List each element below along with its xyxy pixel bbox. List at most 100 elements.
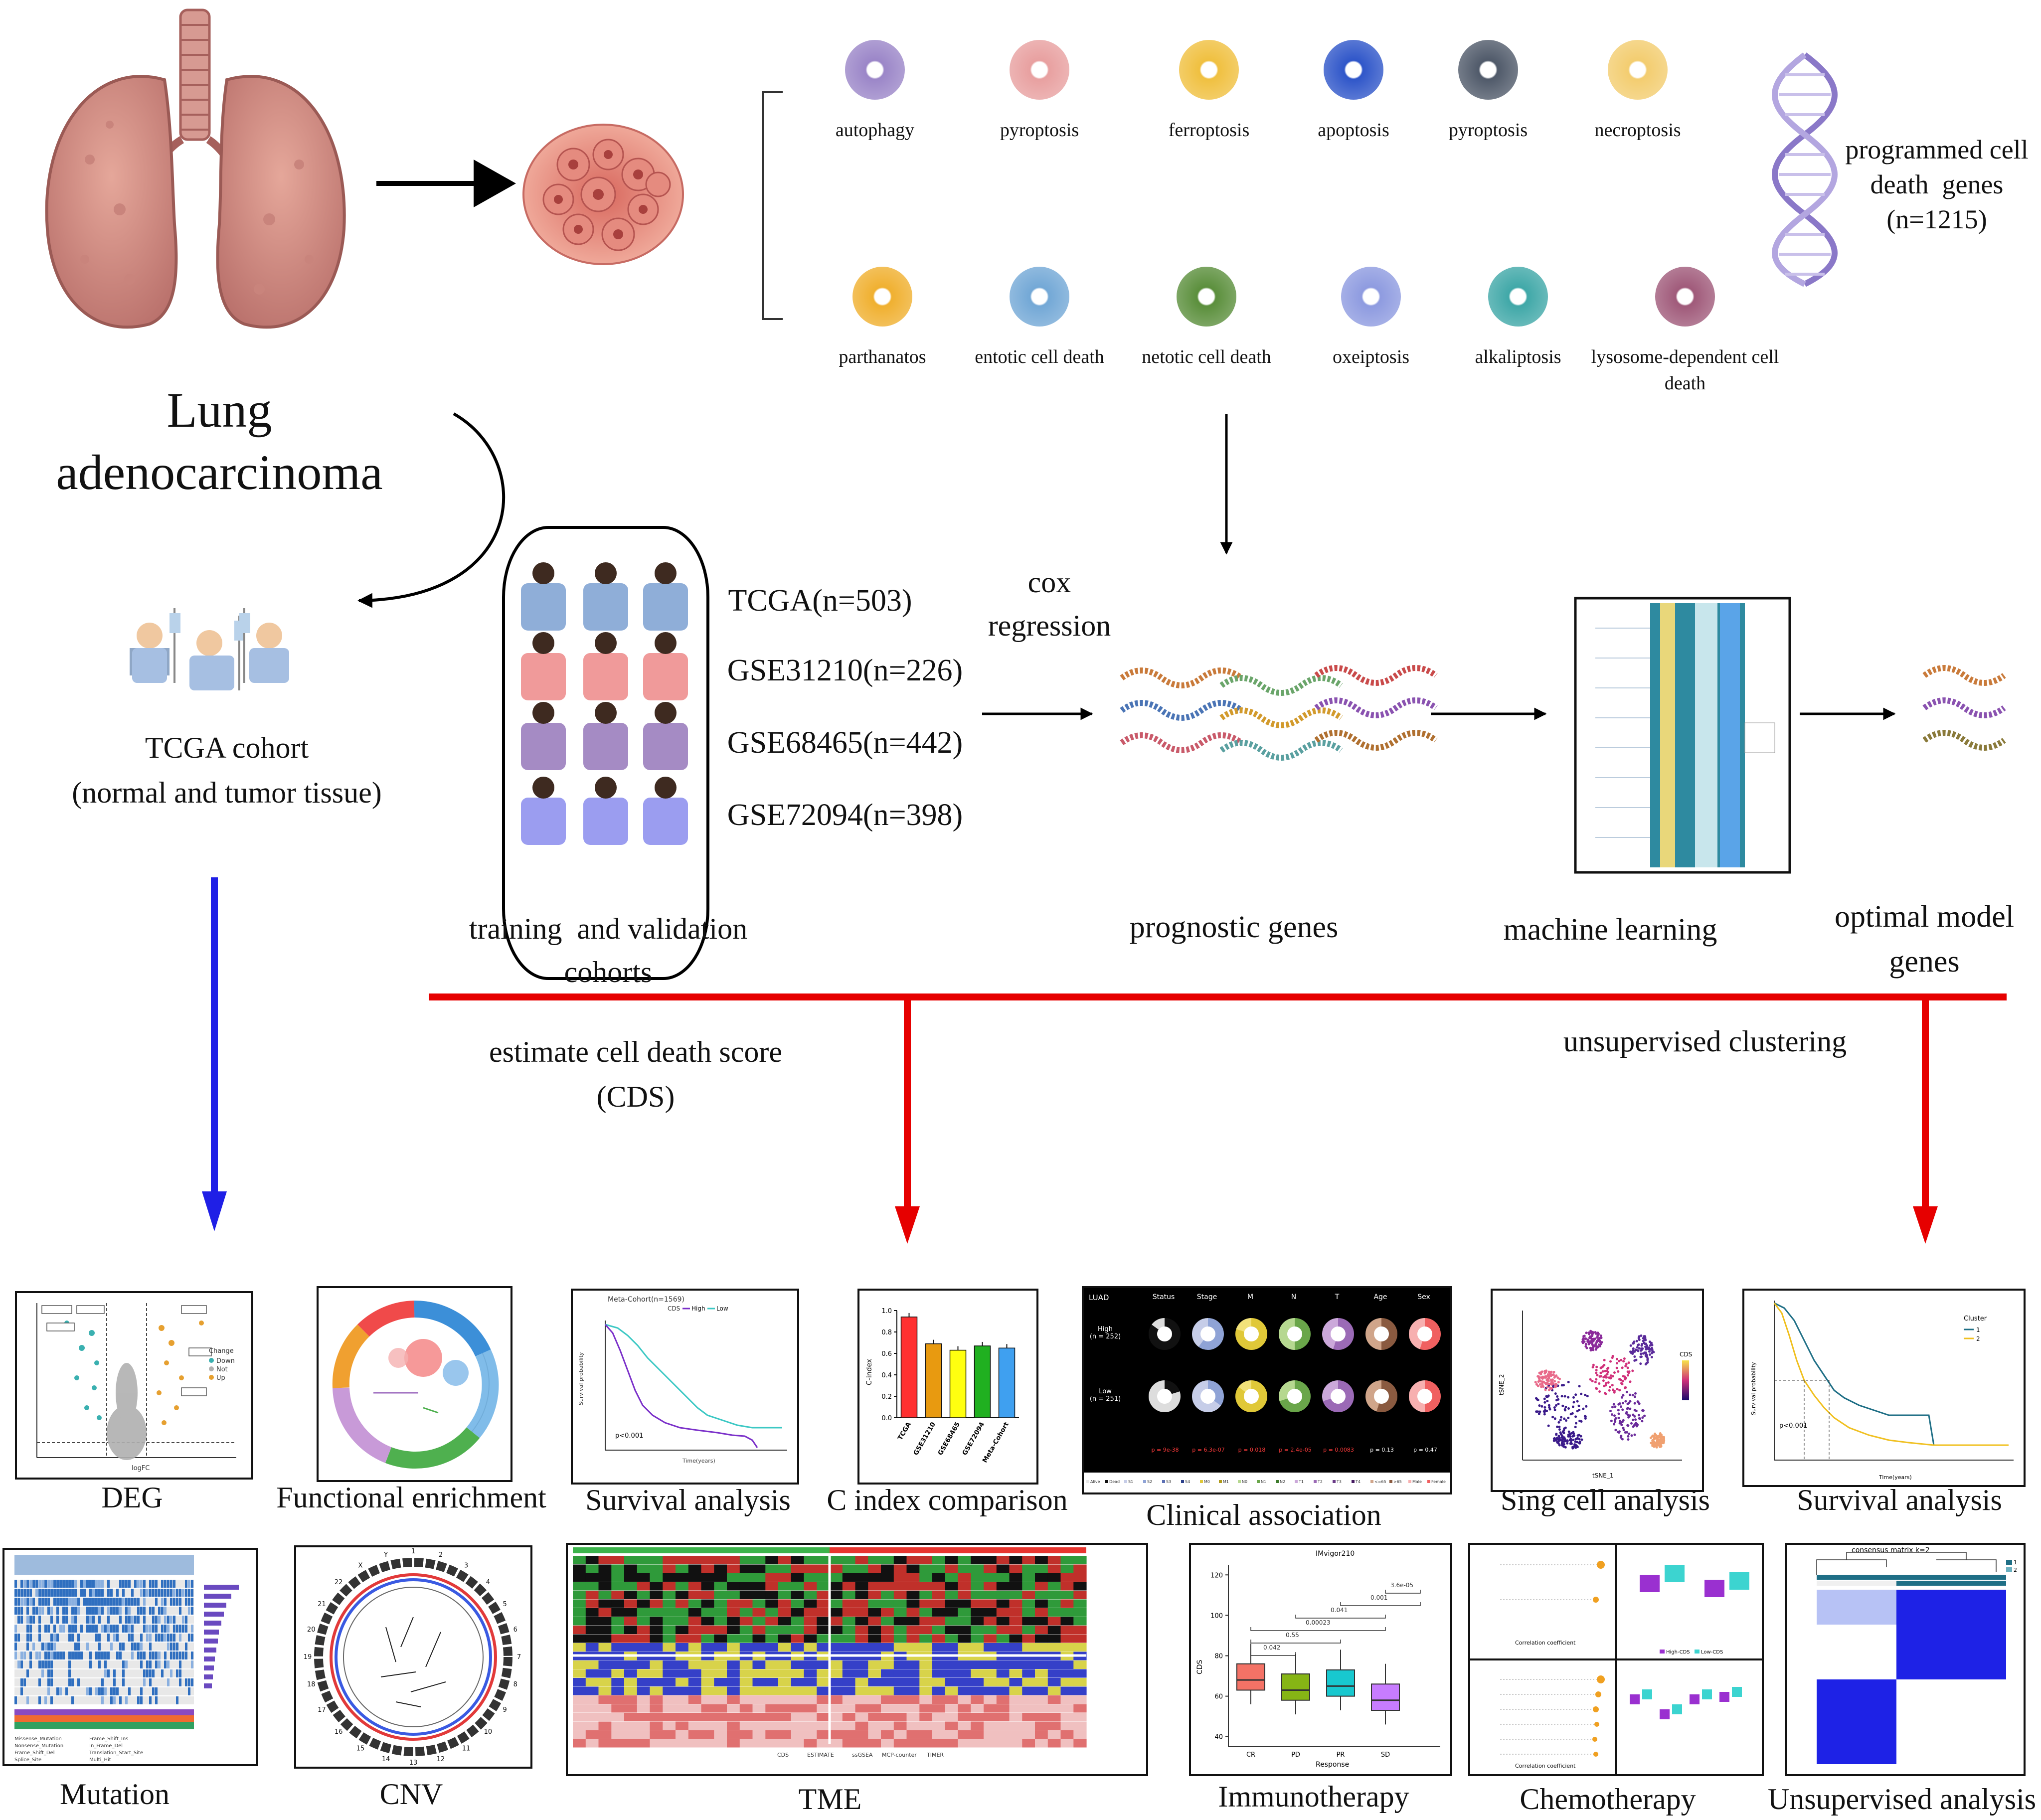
- deg-legend-title: Change: [209, 1347, 234, 1355]
- immuno-xlabel-1: PD: [1291, 1751, 1300, 1759]
- tsne-cell: [1557, 1381, 1560, 1384]
- tcga-cohort-label: TCGA cohort (normal and tumor tissue): [72, 731, 382, 809]
- tsne-cell: [1571, 1447, 1574, 1450]
- surv1-xlabel: Time(years): [682, 1458, 715, 1464]
- mut-legend-3: Splice_Site: [14, 1757, 41, 1763]
- mut-legend-0: Missense_Mutation: [14, 1736, 62, 1742]
- tsne-cell: [1643, 1341, 1646, 1344]
- tsne-cell: [1584, 1415, 1587, 1418]
- tsne-cell: [1584, 1337, 1587, 1340]
- tsne-cell: [1627, 1361, 1630, 1364]
- cohort-gse31210: GSE31210(n=226): [727, 654, 963, 687]
- tsne-cell: [1558, 1377, 1561, 1380]
- tsne-cell: [1556, 1425, 1559, 1428]
- tsne-cell: [1536, 1384, 1539, 1387]
- immuno-box-0: [1236, 1663, 1265, 1691]
- tsne-cell: [1621, 1396, 1623, 1399]
- tsne-cell: [1620, 1423, 1623, 1426]
- cnv-chrom-14: 15: [356, 1745, 365, 1753]
- tsne-cell: [1583, 1334, 1586, 1337]
- tsne-cell: [1584, 1342, 1587, 1345]
- tsne-cell: [1644, 1351, 1647, 1354]
- tsne-cell: [1562, 1432, 1565, 1435]
- tsne-cell: [1660, 1441, 1663, 1444]
- mutation-oncoplot: Missense_Mutation Nonsense_Mutation Fram…: [2, 1548, 258, 1766]
- tsne-cell: [1608, 1376, 1611, 1379]
- tsne-cell: [1557, 1435, 1560, 1438]
- tsne-cell: [1663, 1439, 1666, 1442]
- tsne-cell: [1556, 1376, 1559, 1379]
- tsne-cell: [1602, 1376, 1605, 1379]
- cnv-chrom-0: 1: [411, 1548, 415, 1555]
- immuno-p5: 0.042: [1263, 1644, 1280, 1651]
- consensus-matrix-plot: consensus matrix k=2 1 2: [1785, 1543, 2026, 1776]
- tsne-cell: [1580, 1392, 1583, 1395]
- clinical-p-1: p = 6.3e‐07: [1192, 1447, 1225, 1453]
- unsup-plot-title: consensus matrix k=2: [1852, 1546, 1930, 1554]
- tsne-cell: [1561, 1404, 1564, 1407]
- tsne-cell: [1632, 1347, 1635, 1350]
- tsne-cell: [1572, 1396, 1575, 1399]
- clinical-col-6: Sex: [1417, 1293, 1430, 1301]
- immuno-ytick-3: 60: [1214, 1693, 1223, 1701]
- tsne-cell: [1572, 1439, 1575, 1441]
- clinical-donut-1-2: [1235, 1380, 1267, 1412]
- tsne-cell: [1591, 1366, 1594, 1369]
- chemo-axis-1: Correlation coefficient: [1515, 1640, 1576, 1646]
- tsne-cell: [1535, 1410, 1538, 1413]
- tsne-cell: [1639, 1362, 1642, 1365]
- tsne-cell: [1558, 1439, 1561, 1442]
- tsne-cell: [1574, 1393, 1577, 1396]
- mut-legend-2: Frame_Shift_Del: [14, 1750, 55, 1756]
- cell-types-bracket: [762, 91, 783, 320]
- tsne-cell: [1595, 1378, 1598, 1381]
- tsne-cell: [1641, 1420, 1644, 1423]
- clinical-legend-10: N2: [1276, 1480, 1285, 1484]
- tsne-cell: [1543, 1372, 1546, 1375]
- tsne-cell: [1628, 1414, 1631, 1417]
- tsne-cell: [1649, 1436, 1652, 1439]
- clinical-donut-1-3: [1279, 1380, 1311, 1412]
- tsne-cell: [1621, 1380, 1624, 1383]
- tsne-cell: [1539, 1372, 1542, 1375]
- tsne-cell: [1617, 1370, 1620, 1373]
- tsne-cell: [1627, 1416, 1630, 1419]
- tsne-cell: [1598, 1343, 1601, 1346]
- cindex-ytick-5: 1.0: [881, 1308, 892, 1315]
- tsne-cell: [1556, 1395, 1559, 1398]
- optimal-genes-strands: [1922, 665, 2006, 751]
- clinical-col-3: N: [1291, 1293, 1297, 1301]
- tsne-cell: [1591, 1334, 1594, 1337]
- clinical-legend-4: S3: [1162, 1480, 1171, 1484]
- tsne-cell: [1641, 1343, 1644, 1345]
- tme-legend-0: CDS: [777, 1752, 789, 1758]
- tsne-cell: [1611, 1355, 1614, 1357]
- tsne-cell: [1617, 1409, 1620, 1412]
- tsne-cell: [1634, 1418, 1637, 1421]
- tsne-cell: [1537, 1412, 1540, 1415]
- tsne-cell: [1567, 1430, 1570, 1433]
- cell-label-7: entotic cell death: [975, 346, 1104, 367]
- cnv-chrom-4: 5: [503, 1601, 507, 1608]
- clinical-legend-9: N1: [1257, 1480, 1266, 1484]
- tsne-cell: [1633, 1402, 1636, 1405]
- tsne-cell: [1568, 1433, 1571, 1436]
- tsne-cell: [1620, 1382, 1623, 1385]
- sc-xlabel: tSNE_1: [1592, 1472, 1614, 1479]
- tsne-cell: [1555, 1437, 1558, 1440]
- tsne-cell: [1632, 1413, 1635, 1416]
- tsne-cell: [1614, 1417, 1617, 1420]
- tsne-cell: [1616, 1357, 1618, 1360]
- cindex-ytick-3: 0.6: [881, 1350, 892, 1358]
- tsne-cell: [1554, 1392, 1557, 1395]
- tsne-cell: [1611, 1413, 1613, 1416]
- surv2-xlabel: Time(years): [1878, 1474, 1912, 1481]
- tsne-cell: [1554, 1439, 1557, 1442]
- immuno-xlabel: Response: [1316, 1761, 1349, 1769]
- tsne-cell: [1610, 1419, 1613, 1422]
- tsne-cell: [1541, 1375, 1544, 1378]
- tsne-cell: [1553, 1417, 1556, 1420]
- unsup-legend-2: 2: [2014, 1567, 2017, 1573]
- tsne-cell: [1604, 1392, 1607, 1395]
- clinical-legend-3: S2: [1143, 1480, 1152, 1484]
